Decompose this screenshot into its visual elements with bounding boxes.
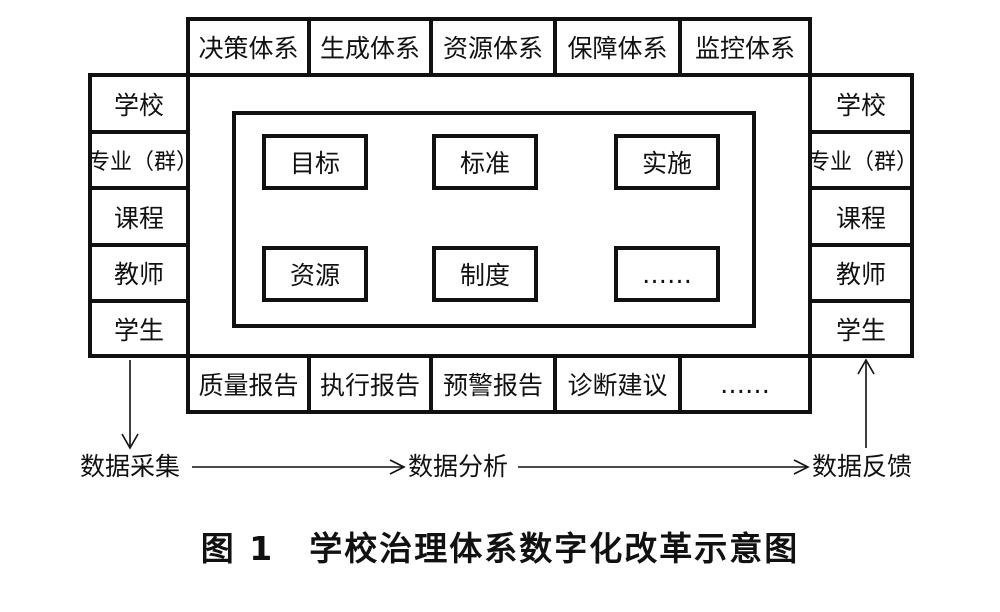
report-diagnosis: 诊断建议 bbox=[567, 371, 668, 400]
flow-feedback-label: 数据反馈 bbox=[812, 452, 913, 481]
divider bbox=[429, 354, 433, 414]
right-level-major: 专业（群） bbox=[808, 150, 919, 175]
divider bbox=[307, 354, 311, 414]
divider bbox=[88, 299, 190, 303]
collect-to-analyze-arrowhead bbox=[389, 459, 406, 475]
right-level-teacher: 教师 bbox=[835, 260, 886, 289]
core-item-resource: 资源 bbox=[262, 246, 368, 302]
divider bbox=[553, 17, 557, 77]
divider bbox=[88, 243, 190, 247]
divider bbox=[429, 17, 433, 77]
feedback-arrowhead bbox=[857, 358, 875, 375]
divider bbox=[808, 299, 914, 303]
divider bbox=[808, 130, 914, 134]
report-more: …… bbox=[720, 369, 770, 399]
flow-collect-label: 数据采集 bbox=[80, 452, 181, 481]
divider bbox=[88, 130, 190, 134]
right-levels-column bbox=[808, 73, 914, 358]
report-warning: 预警报告 bbox=[442, 371, 543, 400]
divider bbox=[808, 243, 914, 247]
divider bbox=[808, 186, 914, 190]
right-level-student: 学生 bbox=[835, 315, 886, 345]
left-level-student: 学生 bbox=[113, 315, 164, 345]
left-level-major: 专业（群） bbox=[88, 150, 199, 175]
report-quality: 质量报告 bbox=[198, 371, 299, 400]
right-level-school: 学校 bbox=[835, 90, 886, 120]
core-item-goal: 目标 bbox=[262, 134, 368, 190]
top-system-monitoring: 监控体系 bbox=[694, 34, 795, 63]
analyze-to-feedback-arrowhead bbox=[793, 459, 810, 475]
collect-arrowhead bbox=[121, 433, 139, 450]
left-level-school: 学校 bbox=[113, 90, 164, 120]
core-item-implementation: 实施 bbox=[614, 134, 720, 190]
figure-caption: 图 1 学校治理体系数字化改革示意图 bbox=[200, 529, 800, 568]
left-level-teacher: 教师 bbox=[113, 260, 164, 289]
core-item-system: 制度 bbox=[432, 246, 538, 302]
top-system-resource: 资源体系 bbox=[442, 34, 543, 63]
bottom-reports-strip bbox=[186, 354, 812, 414]
top-system-generation: 生成体系 bbox=[319, 34, 420, 63]
divider bbox=[88, 186, 190, 190]
right-level-course: 课程 bbox=[835, 203, 886, 233]
divider bbox=[678, 354, 682, 414]
left-levels-column bbox=[88, 73, 190, 358]
top-system-guarantee: 保障体系 bbox=[567, 34, 668, 63]
report-execution: 执行报告 bbox=[319, 371, 420, 400]
left-level-course: 课程 bbox=[113, 203, 164, 233]
flow-analyze-label: 数据分析 bbox=[408, 452, 509, 481]
top-system-decision: 决策体系 bbox=[198, 34, 299, 63]
core-item-more: …… bbox=[614, 246, 720, 302]
core-item-standard: 标准 bbox=[432, 134, 538, 190]
divider bbox=[307, 17, 311, 77]
divider bbox=[553, 354, 557, 414]
divider bbox=[678, 17, 682, 77]
